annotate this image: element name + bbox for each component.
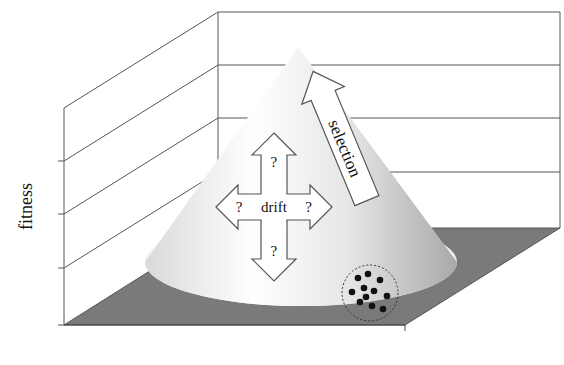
drift-label: ?: [271, 244, 278, 259]
drift-label: ?: [305, 200, 312, 215]
drift-label: drift: [261, 200, 287, 215]
axis-line: [64, 325, 405, 326]
axis-tick: [405, 325, 406, 331]
population: [342, 265, 398, 321]
cone: [145, 47, 457, 306]
drift-label: ?: [236, 200, 243, 215]
drift-cross: ?? drift??: [216, 133, 332, 281]
axis-frame: [58, 12, 560, 325]
axis-label: fitness: [16, 183, 37, 230]
drift-label: ?: [271, 155, 278, 170]
